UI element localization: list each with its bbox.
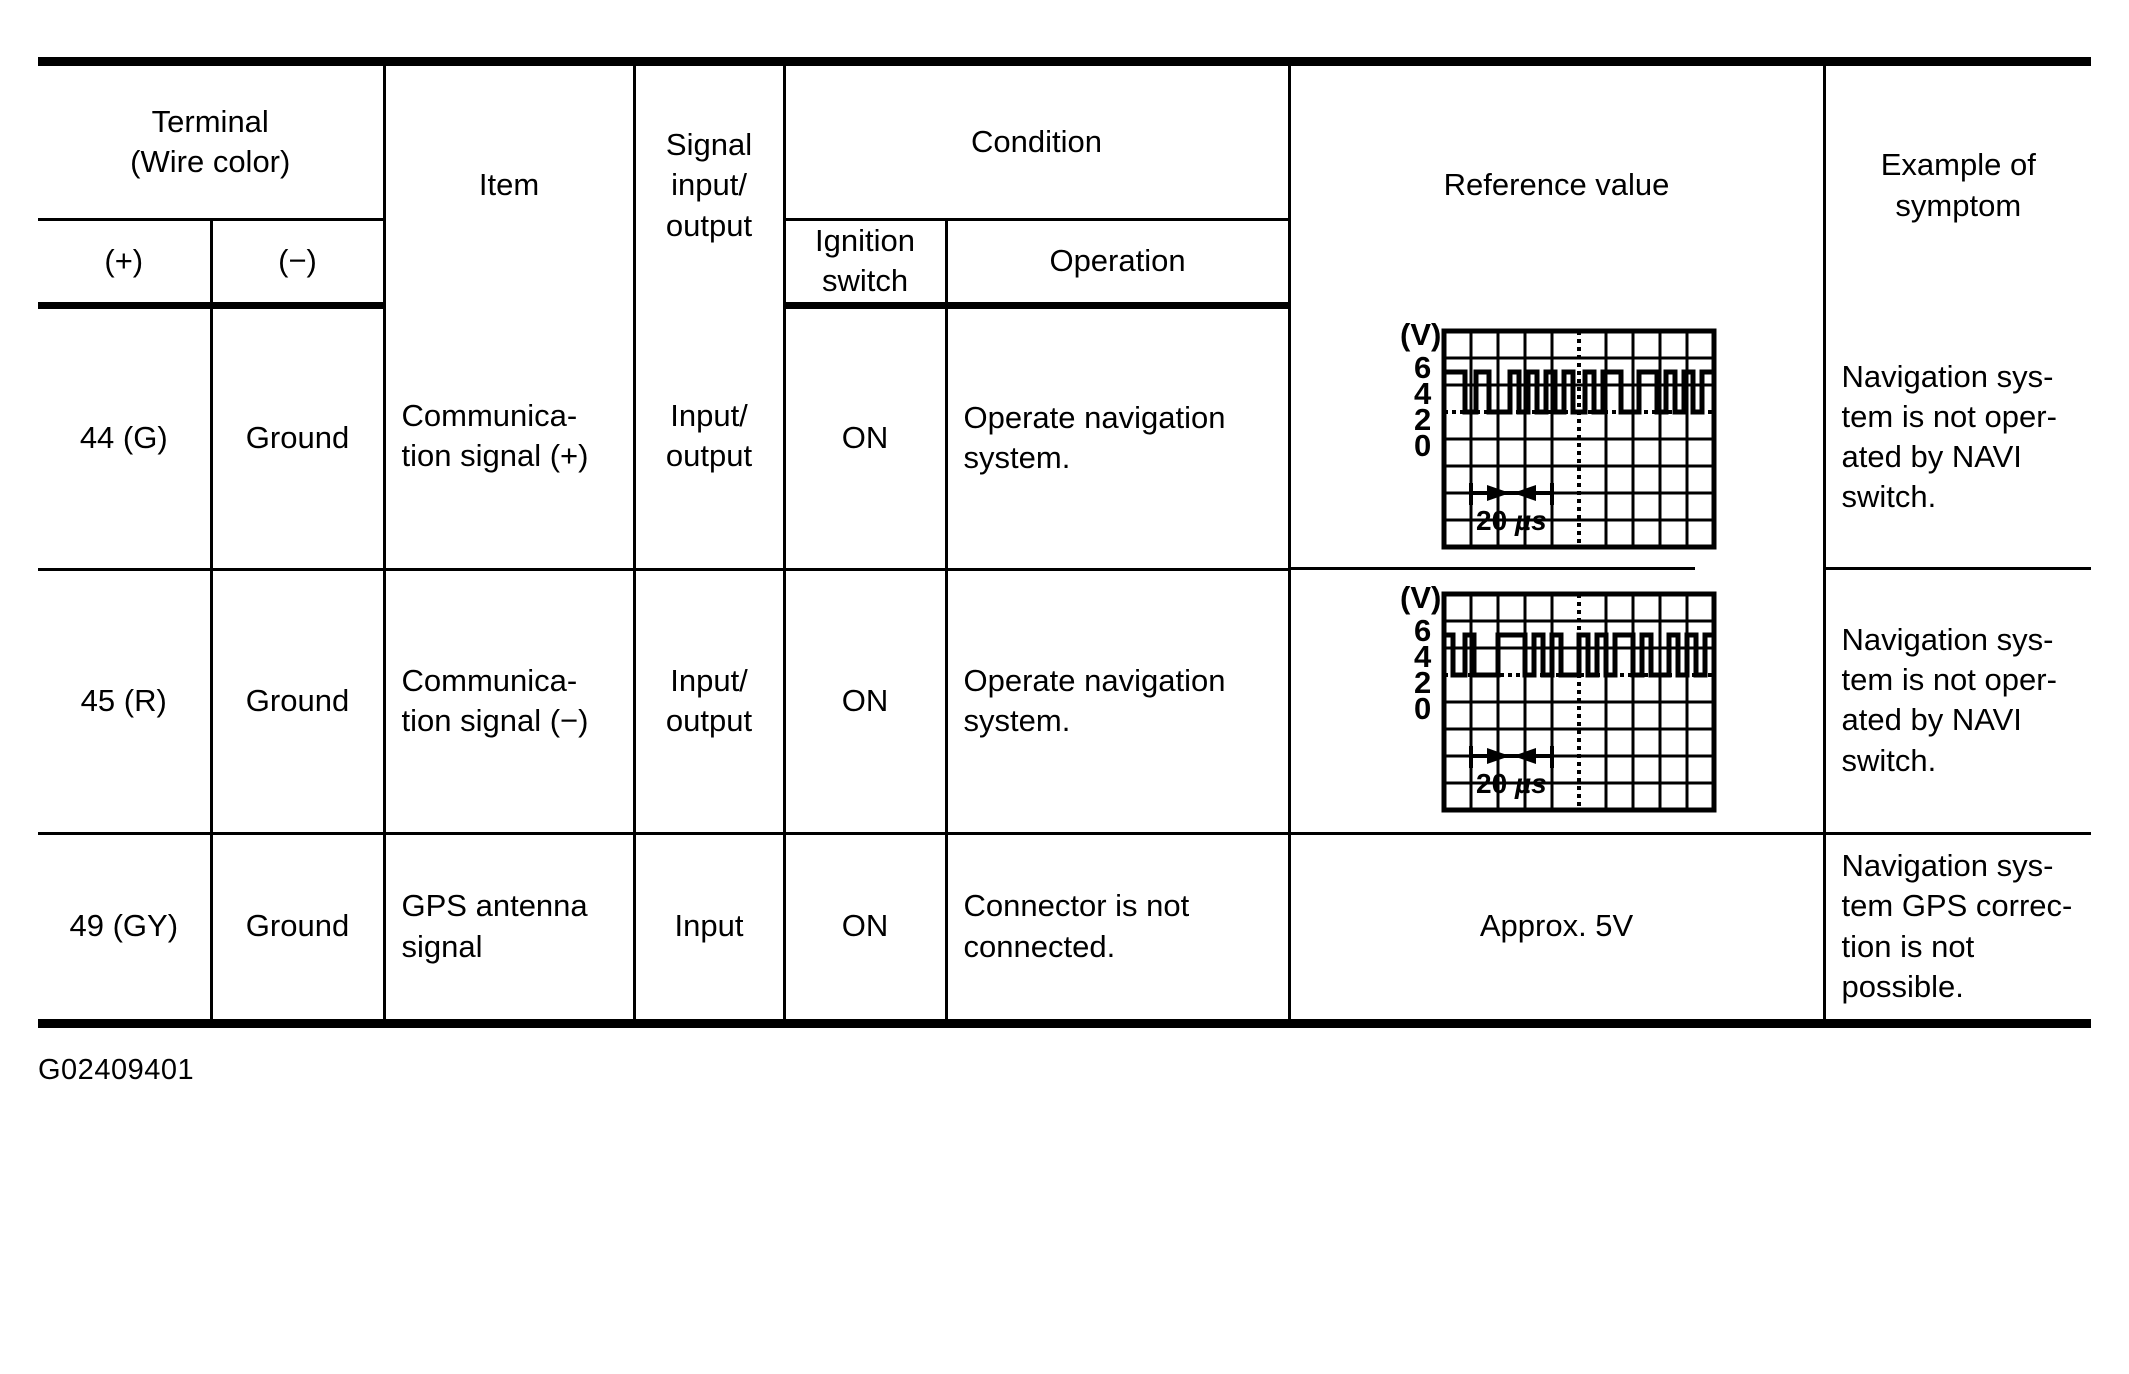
cell-terminal-positive: 45 (R) xyxy=(38,567,213,834)
header-row-primary: Terminal (Wire color) Item Signal input/… xyxy=(38,61,2092,306)
oscilloscope-figure: (V) 6 4 2 0 xyxy=(1307,578,1807,823)
time-marker-label: 20 µs xyxy=(1476,505,1547,536)
cell-ignition-switch: ON xyxy=(782,567,948,834)
cell-reference-value: (V) 6 4 2 0 xyxy=(1287,305,1826,570)
oscilloscope-figure: (V) 6 4 2 0 xyxy=(1307,315,1807,560)
y-tick-0: 0 xyxy=(1414,428,1431,463)
page-root: Terminal (Wire color) Item Signal input/… xyxy=(0,57,2129,1374)
cell-terminal-negative: Ground xyxy=(209,567,386,834)
header-example-of-symptom: Example of symptom xyxy=(1822,61,2092,306)
cell-terminal-positive: 49 (GY) xyxy=(38,831,213,1024)
header-terminal-group: Terminal (Wire color) xyxy=(38,61,386,221)
table-row: 44 (G) Ground Communica- tion signal (+)… xyxy=(38,305,2092,570)
figure-id: G02409401 xyxy=(38,1053,195,1086)
time-marker-label: 20 µs xyxy=(1476,768,1547,799)
waveform-chart-negative: (V) 6 4 2 0 xyxy=(1400,580,1717,813)
time-marker xyxy=(1468,745,1554,768)
cell-symptom: Navigation sys- tem is not oper- ated by… xyxy=(1822,567,2093,834)
cell-item: Communica- tion signal (+) xyxy=(382,305,636,570)
terminal-diagnosis-table: Terminal (Wire color) Item Signal input/… xyxy=(38,57,2093,1028)
y-tick-4: 4 xyxy=(1414,376,1432,411)
cell-signal-io: Input/ output xyxy=(632,305,786,570)
time-marker-arrow-right xyxy=(1486,747,1510,764)
header-item: Item xyxy=(382,61,636,306)
table-body: 44 (G) Ground Communica- tion signal (+)… xyxy=(38,305,2093,1024)
table-row: 45 (R) Ground Communica- tion signal (−)… xyxy=(38,567,2093,834)
y-tick-2: 2 xyxy=(1414,402,1431,437)
cell-reference-value: Approx. 5V xyxy=(1287,831,1826,1024)
axis-unit-label: (V) xyxy=(1400,580,1441,615)
table-row: 49 (GY) Ground GPS antenna signal Input … xyxy=(38,831,2092,1024)
y-tick-6: 6 xyxy=(1414,613,1431,648)
header-ignition-switch: Ignition switch xyxy=(782,219,948,309)
header-terminal-negative: (−) xyxy=(209,219,386,309)
cell-terminal-negative: Ground xyxy=(209,305,386,570)
time-marker xyxy=(1468,482,1554,505)
cell-terminal-positive: 44 (G) xyxy=(38,305,213,570)
cell-item: GPS antenna signal xyxy=(382,831,636,1024)
y-tick-0: 0 xyxy=(1414,691,1431,726)
cell-operation: Operate navigation system. xyxy=(944,305,1291,570)
cell-reference-value: (V) 6 4 2 0 xyxy=(1287,567,1826,834)
cell-ignition-switch: ON xyxy=(782,831,948,1024)
cell-signal-io: Input xyxy=(632,831,786,1024)
cell-operation: Connector is not connected. xyxy=(944,831,1291,1024)
scope-frame xyxy=(1441,328,1717,550)
table-header: Terminal (Wire color) Item Signal input/… xyxy=(38,61,2092,309)
scope-frame xyxy=(1441,591,1717,813)
header-signal-input-output: Signal input/ output xyxy=(632,61,786,306)
y-tick-4: 4 xyxy=(1414,639,1432,674)
cell-signal-io: Input/ output xyxy=(632,567,786,834)
header-operation: Operation xyxy=(944,219,1290,309)
cell-symptom: Navigation sys- tem GPS correc- tion is … xyxy=(1822,831,2092,1024)
time-marker-arrow-left xyxy=(1512,747,1536,764)
cell-symptom: Navigation sys- tem is not oper- ated by… xyxy=(1822,305,2092,570)
header-terminal-positive: (+) xyxy=(38,219,213,309)
time-marker-arrow-left xyxy=(1512,484,1536,501)
waveform-trace xyxy=(1443,369,1714,415)
y-tick-2: 2 xyxy=(1414,665,1431,700)
cell-terminal-negative: Ground xyxy=(209,831,386,1024)
time-marker-arrow-right xyxy=(1486,484,1510,501)
cell-operation: Operate navigation system. xyxy=(944,567,1291,834)
header-reference-value: Reference value xyxy=(1287,61,1826,306)
header-row-secondary: (+) (−) Ignition switch Operation xyxy=(38,219,2091,309)
cell-item: Communica- tion signal (−) xyxy=(382,567,636,834)
waveform-trace xyxy=(1443,632,1714,678)
cell-ignition-switch: ON xyxy=(782,305,948,570)
header-condition-group: Condition xyxy=(782,61,1291,221)
axis-unit-label: (V) xyxy=(1400,317,1441,352)
y-tick-6: 6 xyxy=(1414,350,1431,385)
waveform-chart-positive: (V) 6 4 2 0 xyxy=(1400,317,1717,550)
